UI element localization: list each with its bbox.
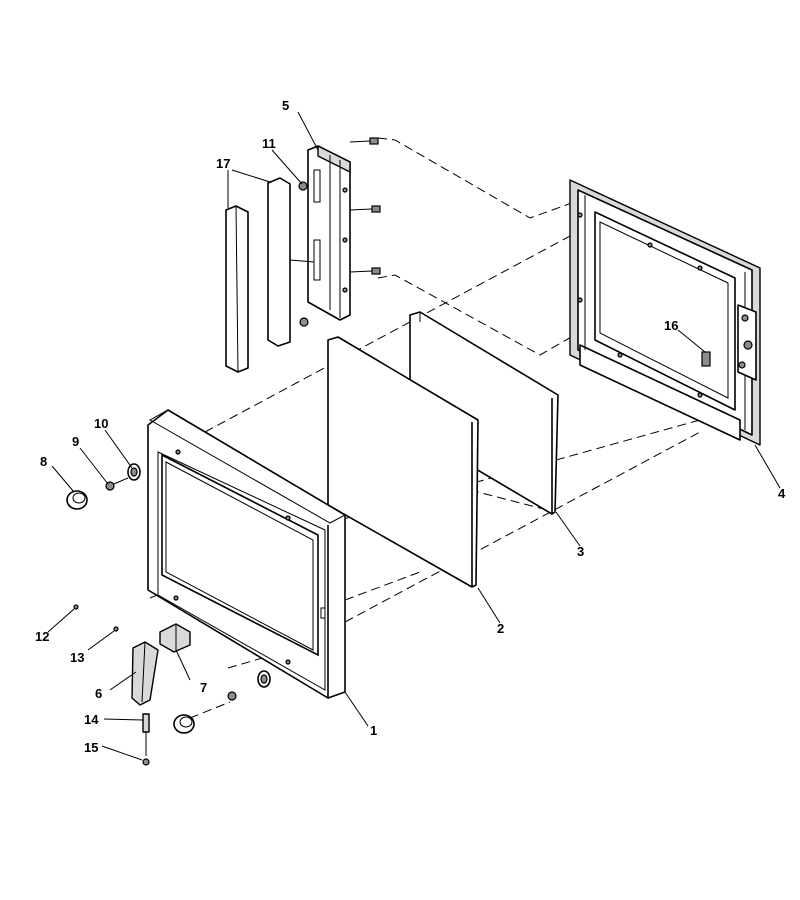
seal-strip-part-17 (225, 205, 249, 373)
callout-17: 17 (216, 156, 230, 171)
front-door-panel-part-1 (147, 409, 347, 699)
callout-4: 4 (778, 486, 786, 501)
callout-10: 10 (94, 416, 108, 431)
knob-assembly-bottom (173, 670, 271, 734)
callout-7: 7 (200, 680, 207, 695)
fastener-part-13 (113, 626, 119, 632)
callout-11: 11 (262, 136, 276, 151)
spring-part-14 (142, 713, 150, 756)
screws-part-11 (298, 137, 381, 327)
leader-lines (47, 111, 781, 761)
callout-1: 1 (370, 723, 377, 738)
knob-assembly-left (66, 463, 141, 510)
callout-3: 3 (577, 544, 584, 559)
screw-part-15 (142, 758, 150, 766)
callout-13: 13 (70, 650, 84, 665)
insulation-panel-part-2 (327, 336, 479, 588)
callout-8: 8 (40, 454, 47, 469)
callout-14: 14 (84, 712, 99, 727)
callout-9: 9 (72, 434, 79, 449)
callout-labels: 1 2 3 4 5 6 7 8 9 10 11 12 13 14 15 16 1… (35, 98, 786, 755)
door-frame-part-4 (569, 179, 761, 446)
handle-bracket-part-7 (159, 623, 191, 653)
callout-15: 15 (84, 740, 98, 755)
callout-2: 2 (497, 621, 504, 636)
callout-5: 5 (282, 98, 289, 113)
handle-part-6 (131, 641, 159, 706)
callout-12: 12 (35, 629, 49, 644)
hinge-channel-part-5 (267, 145, 351, 347)
callout-16: 16 (664, 318, 678, 333)
fastener-part-12 (73, 604, 79, 610)
callout-6: 6 (95, 686, 102, 701)
